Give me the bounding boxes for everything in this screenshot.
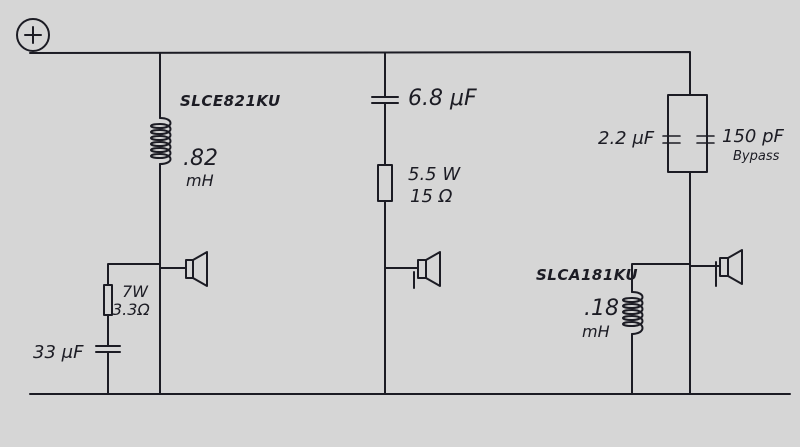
branch1-capacitor-value-label: 33 μF xyxy=(33,342,84,363)
branch1-shunt-wire xyxy=(107,263,161,286)
branch3-cap-frame xyxy=(667,94,708,173)
branch1-inductor xyxy=(150,117,172,165)
branch1-resistor-value-label: 3.3Ω xyxy=(112,300,150,319)
branch3-inductor-value-label: .18 xyxy=(584,296,619,321)
branch3-cap-bypass-note: Bypass xyxy=(733,149,780,164)
branch2-driver-cone xyxy=(425,251,441,287)
branch1-resistor-power-label: 7W xyxy=(122,282,148,301)
branch3-cap-bypass-value-label: 150 pF xyxy=(722,126,784,147)
branch3-shunt-wire xyxy=(631,263,691,293)
branch1-driver-magnet xyxy=(185,259,194,279)
branch2-resistor xyxy=(377,164,393,202)
branch3-inductor-unit-label: mH xyxy=(582,322,610,341)
branch1-resistor xyxy=(103,284,113,316)
branch1-inductor-part-label: SLCE821KU xyxy=(180,92,281,110)
branch3-cap-main-value-label: 2.2 μF xyxy=(598,128,655,149)
branch3-driver-cone xyxy=(727,249,743,285)
branch2-capacitor-value-label: 6.8 μF xyxy=(408,86,477,111)
branch2-resistor-value-label: 15 Ω xyxy=(410,186,453,207)
supply-terminal-circle xyxy=(16,18,50,52)
branch3-driver-magnet xyxy=(719,257,729,277)
branch1-driver-cone xyxy=(192,251,208,287)
branch1-inductor-value-label: .82 xyxy=(183,146,218,171)
branch1-inductor-unit-label: mH xyxy=(186,171,214,190)
branch2-resistor-power-label: 5.5 W xyxy=(408,164,461,185)
branch2-driver-magnet xyxy=(417,259,427,279)
branch3-inductor-part-label: SLCA181KU xyxy=(536,266,639,284)
top-rail xyxy=(29,51,691,96)
branch3-inductor xyxy=(622,291,644,335)
